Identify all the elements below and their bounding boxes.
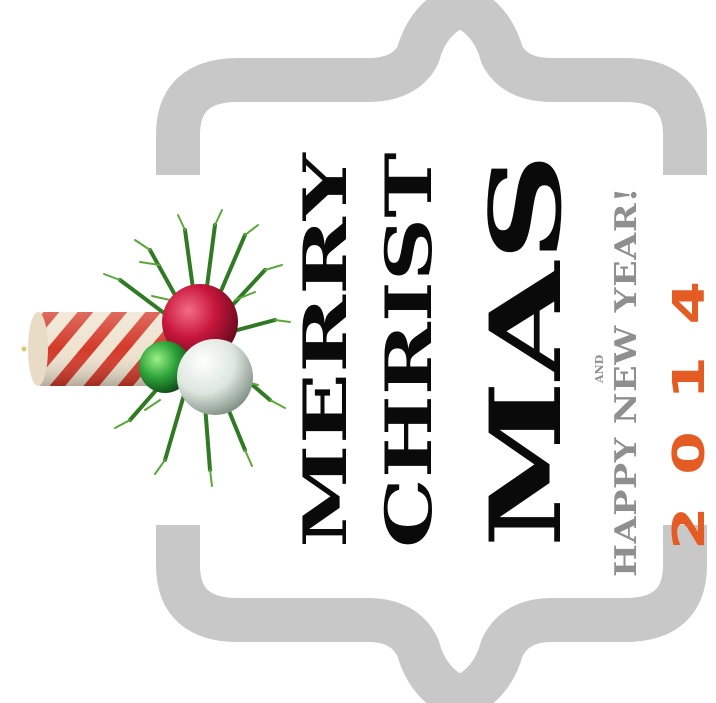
line-merry-wrap: MERRY xyxy=(291,153,361,548)
line-mas: MAS xyxy=(469,152,584,548)
bottom-brace-icon xyxy=(156,525,707,703)
and-wrap: AND xyxy=(590,355,606,383)
and-text: AND xyxy=(593,354,606,383)
year-wrap: 2014 xyxy=(664,249,715,550)
line-christ-wrap: CHRIST xyxy=(372,152,447,548)
line-christ: CHRIST xyxy=(372,152,447,548)
line-merry: MERRY xyxy=(291,153,361,548)
top-brace-icon xyxy=(156,0,707,175)
line-mas-wrap: MAS xyxy=(469,153,584,548)
white-ornament-icon xyxy=(177,339,253,415)
greeting-wrap: HAPPY NEW YEAR! xyxy=(609,187,644,577)
greeting-text: HAPPY NEW YEAR! xyxy=(609,186,644,578)
year-text: 2014 xyxy=(664,249,715,551)
